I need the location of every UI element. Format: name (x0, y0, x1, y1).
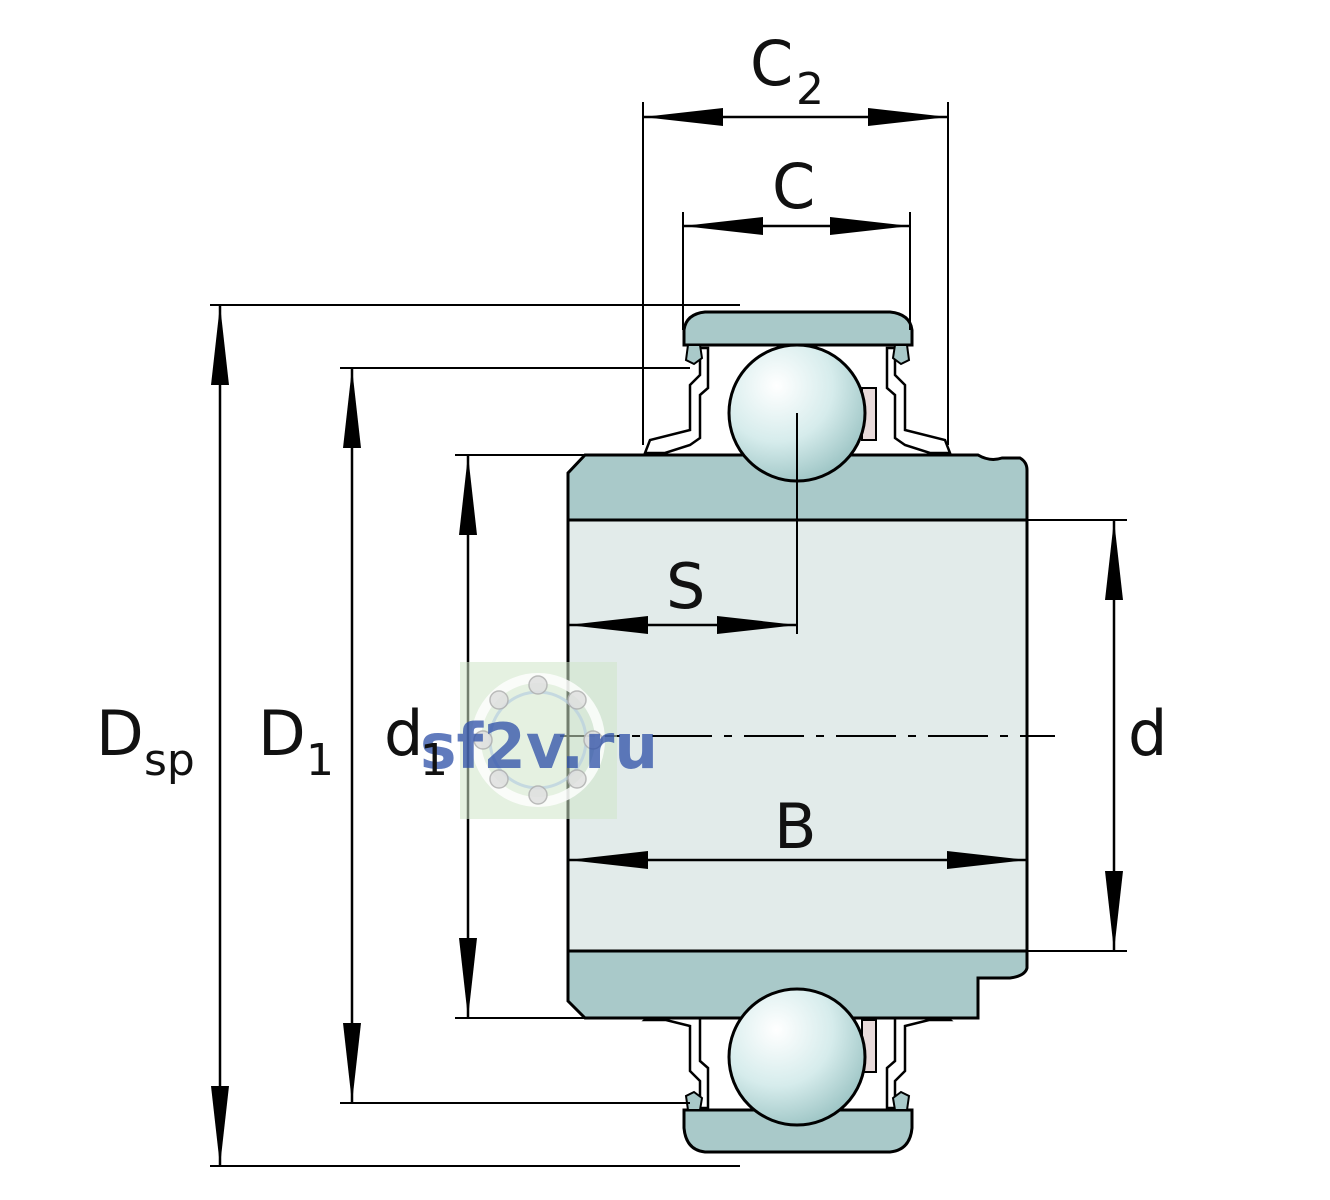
label-c2: C 2 (750, 27, 824, 115)
label-s: S (666, 550, 705, 623)
label-d1-small-main: d (384, 697, 423, 770)
label-d1-small: d 1 (384, 697, 448, 786)
extension-lines (210, 102, 1127, 1167)
ball-bottom (727, 987, 867, 1127)
label-d1-big-main: D (258, 697, 306, 770)
label-d: d (1128, 697, 1167, 770)
outer-ring-top (682, 310, 914, 347)
label-d1-small-sub: 1 (420, 735, 448, 786)
label-b: B (774, 790, 817, 863)
label-c2-main: C (750, 27, 793, 100)
seal-top-left (643, 344, 710, 455)
label-d1-big-sub: 1 (306, 735, 334, 786)
label-d1-big: D 1 (258, 697, 334, 786)
label-c: C (772, 150, 815, 223)
label-dsp: D sp (96, 697, 195, 786)
label-dsp-main: D (96, 697, 144, 770)
outer-ring-bottom (682, 1108, 914, 1154)
label-dsp-sub: sp (144, 735, 195, 786)
seal-bottom-left (641, 1009, 710, 1111)
watermark: sf2v.ru (420, 662, 658, 819)
watermark-text: sf2v.ru (420, 710, 658, 783)
seal-top-right (885, 344, 952, 455)
label-c2-sub: 2 (796, 64, 824, 115)
seal-bottom-right (885, 1009, 954, 1111)
